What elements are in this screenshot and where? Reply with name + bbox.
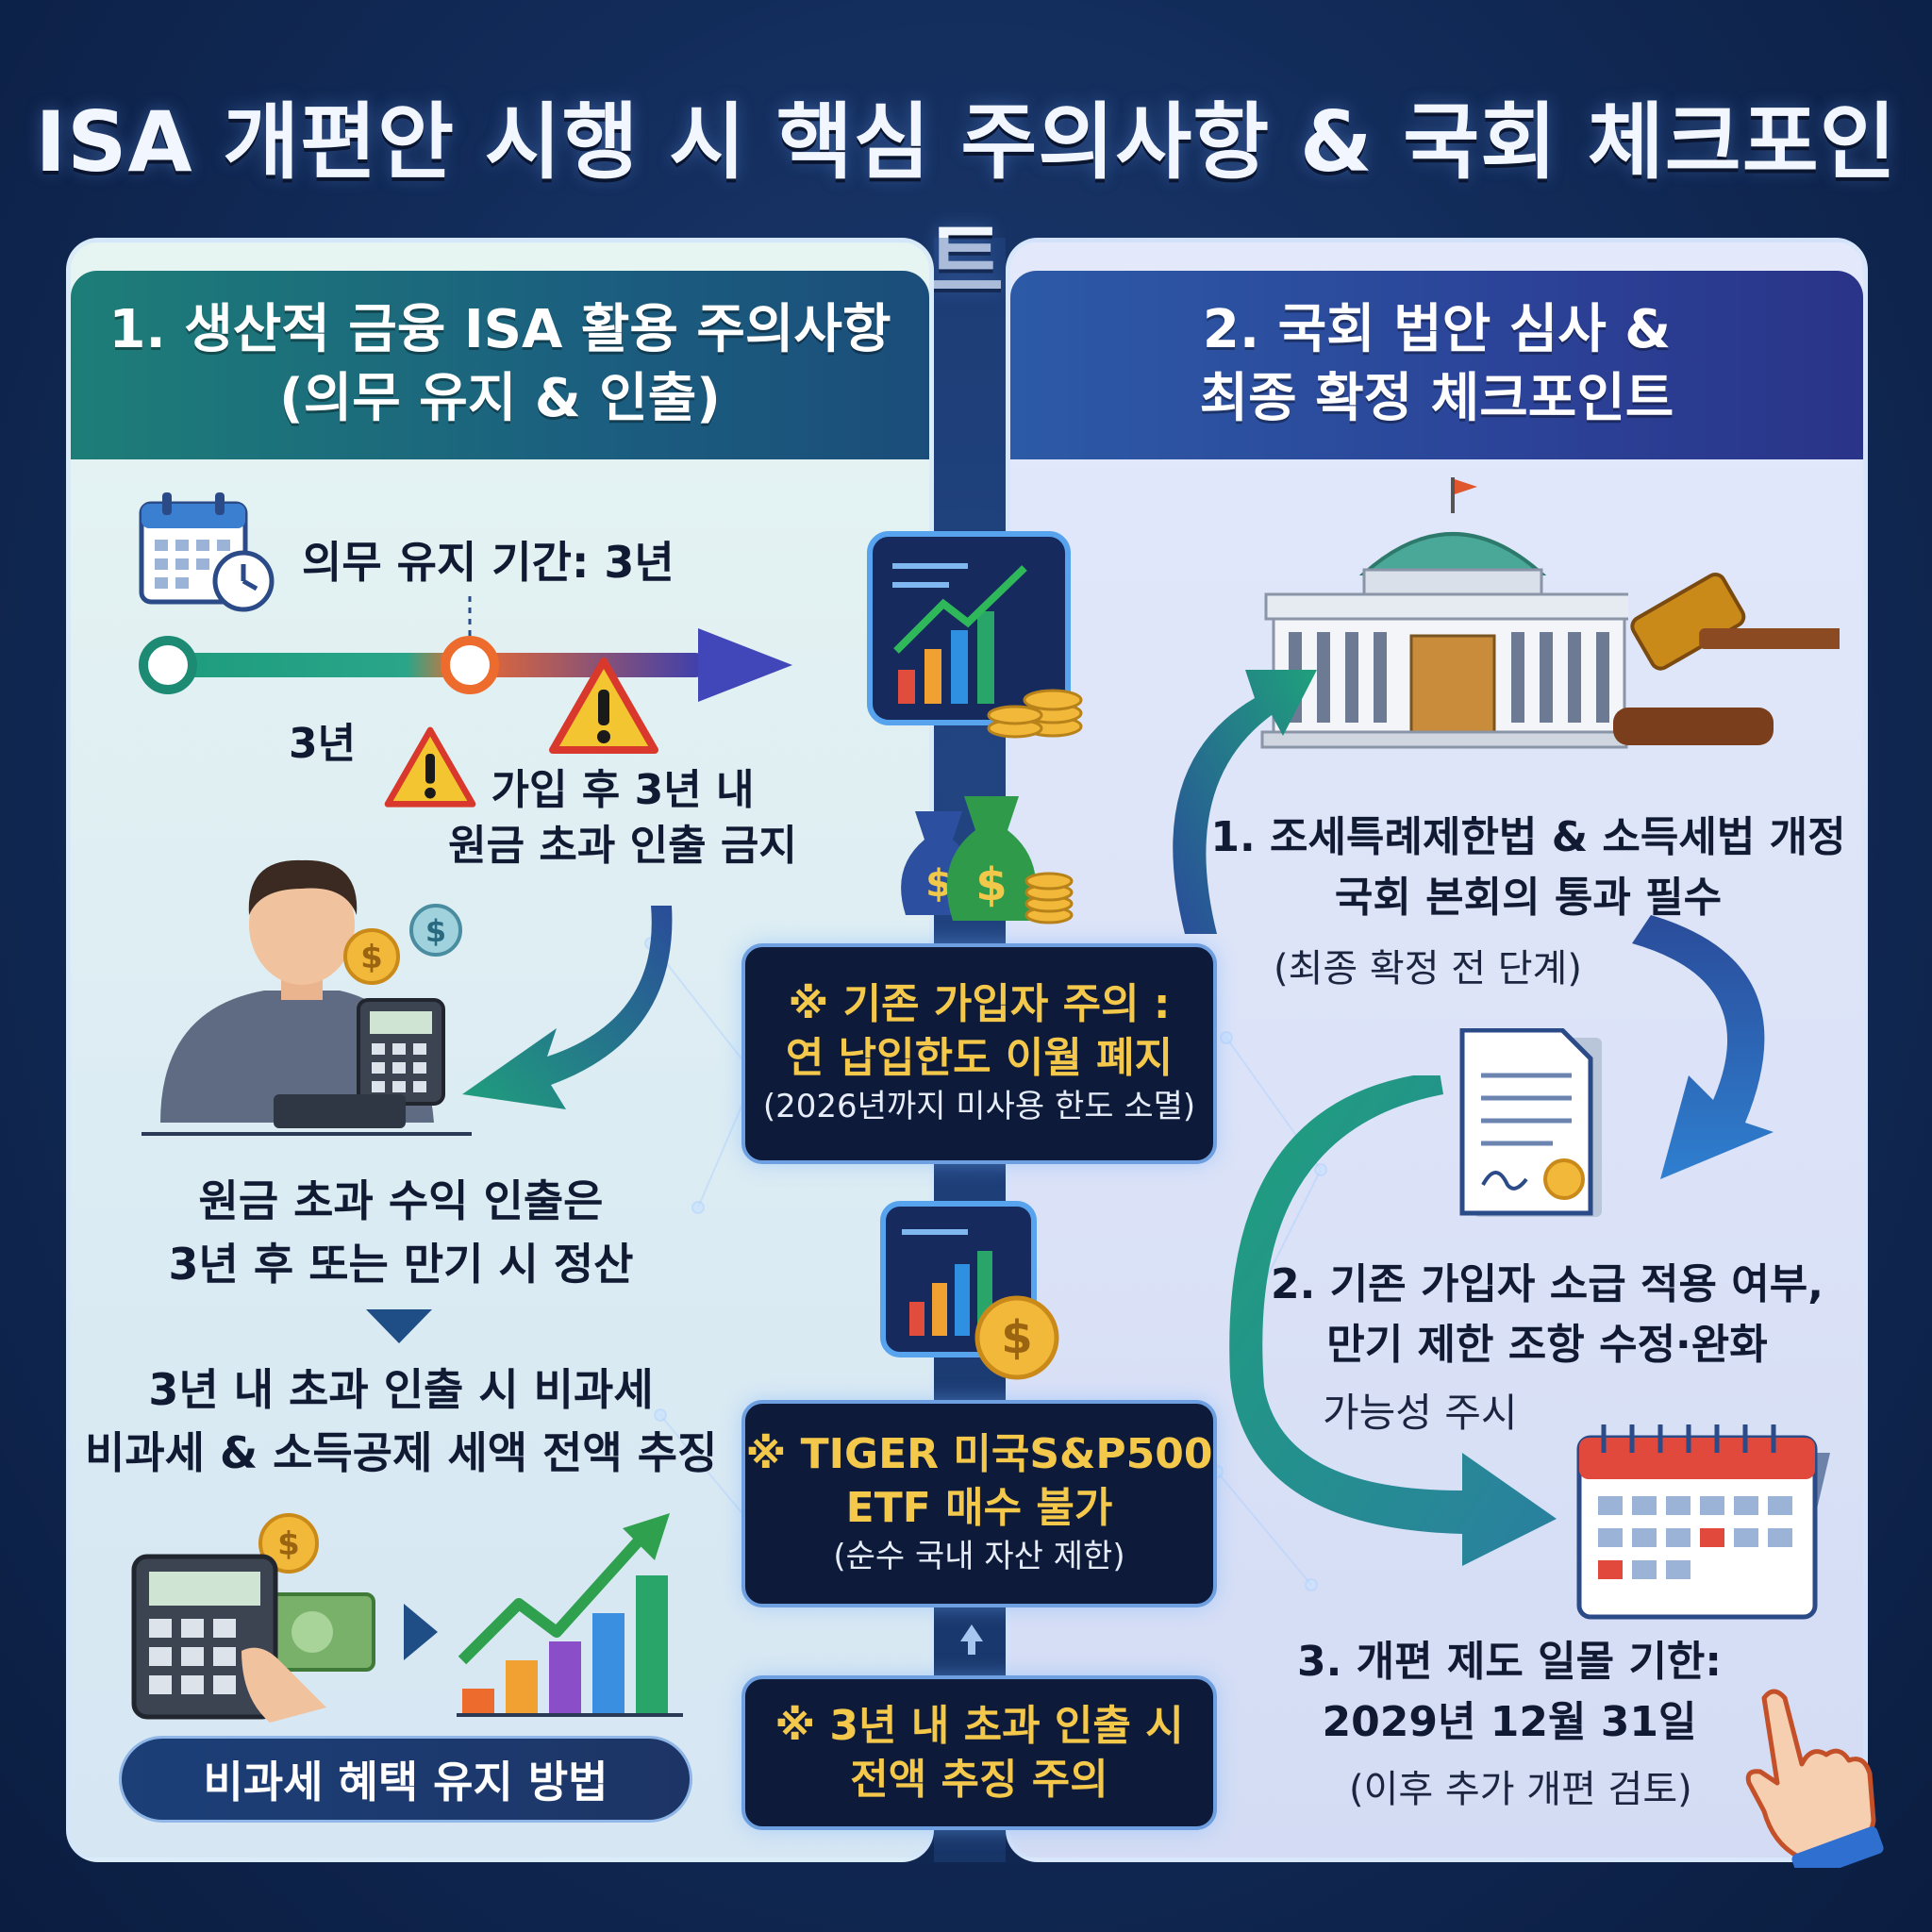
step3-note: 3. 개편 제도 일몰 기한: 2029년 12월 31일 <box>1245 1632 1774 1753</box>
page-title: ISA 개편안 시행 시 핵심 주의사항 & 국회 체크포인트 <box>35 93 1897 310</box>
card3-line1: ※ 3년 내 초과 인출 시 <box>774 1701 1184 1750</box>
chart-monitor-icon <box>867 531 1083 739</box>
curved-arrow-up-right <box>1173 670 1317 934</box>
svg-text:$: $ <box>975 858 1007 911</box>
svg-text:$: $ <box>277 1525 300 1563</box>
step2-line2: 만기 제한 조항 수정·완화 <box>1326 1320 1768 1369</box>
penalty-note: 3년 내 초과 인출 시 비과세 비과세 & 소득공제 세액 전액 추징 <box>85 1358 717 1484</box>
svg-text:$: $ <box>360 939 383 976</box>
person-calculator-illustration <box>142 859 472 1136</box>
calendar-clock-icon <box>139 492 275 612</box>
curved-arrow-big <box>1229 1075 1557 1566</box>
warning-icon <box>549 658 658 754</box>
warning-line2: 원금 초과 인출 금지 <box>448 822 797 871</box>
calculator-money-illustration: $ <box>131 1513 375 1723</box>
card3-line2: 전액 추징 주의 <box>850 1756 1108 1804</box>
svg-text:$: $ <box>425 913 446 949</box>
right-triangle-icon <box>404 1604 438 1660</box>
warning-line1: 가입 후 3년 내 <box>491 766 755 814</box>
settle-line1: 원금 초과 수익 인출은 <box>198 1175 604 1226</box>
card1-line1: ※ 기존 가입자 주의 : <box>788 980 1171 1029</box>
step1-line2: 국회 본회의 통과 필수 <box>1334 873 1723 922</box>
signed-document-icon <box>1459 1028 1602 1217</box>
step3-line1: 3. 개편 제도 일몰 기한: <box>1296 1638 1723 1686</box>
etf-restriction-card: ※ TIGER 미국S&P500 ETF 매수 불가 (순수 국내 자산 제한) <box>741 1400 1217 1607</box>
growth-chart-illustration <box>457 1513 683 1717</box>
card2-line1: ※ TIGER 미국S&P500 <box>745 1430 1213 1479</box>
left-panel-header: 1. 생산적 금융 ISA 활용 주의사항 (의무 유지 & 인출) <box>71 271 929 459</box>
step2-note: 2. 기존 가입자 소급 적용 여부, 만기 제한 조항 수정·완화 <box>1226 1255 1868 1375</box>
step1-sub: (최종 확정 전 단계) <box>1274 947 1582 991</box>
right-header-line2: 최종 확정 체크포인트 <box>1199 368 1674 429</box>
svg-text:$: $ <box>1001 1311 1032 1364</box>
step3-sub: (이후 추가 개편 검토) <box>1349 1768 1692 1811</box>
step1-note: 1. 조세특례제한법 & 소득세법 개정 국회 본회의 통과 필수 <box>1208 808 1849 928</box>
step1-line1: 1. 조세특례제한법 & 소득세법 개정 <box>1210 813 1846 861</box>
settlement-note: 원금 초과 수익 인출은 3년 후 또는 만기 시 정산 <box>104 1170 698 1295</box>
penalty-line2: 비과세 & 소득공제 세액 전액 추징 <box>85 1426 718 1478</box>
card2-sub: (순수 국내 자산 제한) <box>833 1538 1125 1576</box>
tax-benefit-button[interactable]: 비과세 혜택 유지 방법 <box>119 1736 692 1823</box>
national-assembly-building-icon <box>1260 477 1628 749</box>
step2-sub: 가능성 주시 <box>1323 1390 1518 1436</box>
step3-line2: 2029년 12월 31일 <box>1322 1697 1697 1746</box>
card2-line2: ETF 매수 불가 <box>845 1484 1113 1533</box>
settle-line2: 3년 후 또는 만기 시 정산 <box>168 1238 634 1290</box>
timeline-3year-label: 3년 <box>289 720 357 768</box>
chart-coin-icon: $ <box>880 1201 1059 1380</box>
calendar-icon <box>1576 1424 1830 1620</box>
step2-line1: 2. 기존 가입자 소급 적용 여부, <box>1271 1260 1824 1308</box>
timeline-arrow <box>139 596 792 702</box>
down-triangle-icon <box>366 1309 432 1343</box>
penalty-line1: 3년 내 초과 인출 시 비과세 <box>148 1364 654 1415</box>
left-header-line1: 1. 생산적 금융 ISA 활용 주의사항 <box>108 299 891 361</box>
warning-icon-small <box>384 726 476 808</box>
existing-subscriber-card: ※ 기존 가입자 주의 : 연 납입한도 이월 폐지 (2026년까지 미사용 … <box>741 943 1217 1164</box>
card1-sub: (2026년까지 미사용 한도 소멸) <box>762 1088 1196 1126</box>
clawback-warning-card: ※ 3년 내 초과 인출 시 전액 추징 주의 <box>741 1675 1217 1830</box>
coin-icons: $ $ <box>343 904 462 985</box>
right-header-line1: 2. 국회 법안 심사 & <box>1202 299 1672 361</box>
curved-arrow-down-left <box>462 906 673 1109</box>
right-panel-header: 2. 국회 법안 심사 & 최종 확정 체크포인트 <box>1010 271 1863 459</box>
card1-line2: 연 납입한도 이월 폐지 <box>785 1034 1174 1083</box>
withdrawal-warning: 가입 후 3년 내 원금 초과 인출 금지 <box>443 762 802 874</box>
money-bag-icon: $ $ <box>901 796 1074 924</box>
up-arrow-icon <box>960 1624 983 1655</box>
left-header-line2: (의무 유지 & 인출) <box>279 368 721 429</box>
pointing-hand-icon <box>1745 1689 1884 1868</box>
curved-arrow-down-left-right-panel <box>1632 915 1774 1179</box>
gavel-icon <box>1613 573 1840 745</box>
duty-period-label: 의무 유지 기간: 3년 <box>302 537 675 588</box>
